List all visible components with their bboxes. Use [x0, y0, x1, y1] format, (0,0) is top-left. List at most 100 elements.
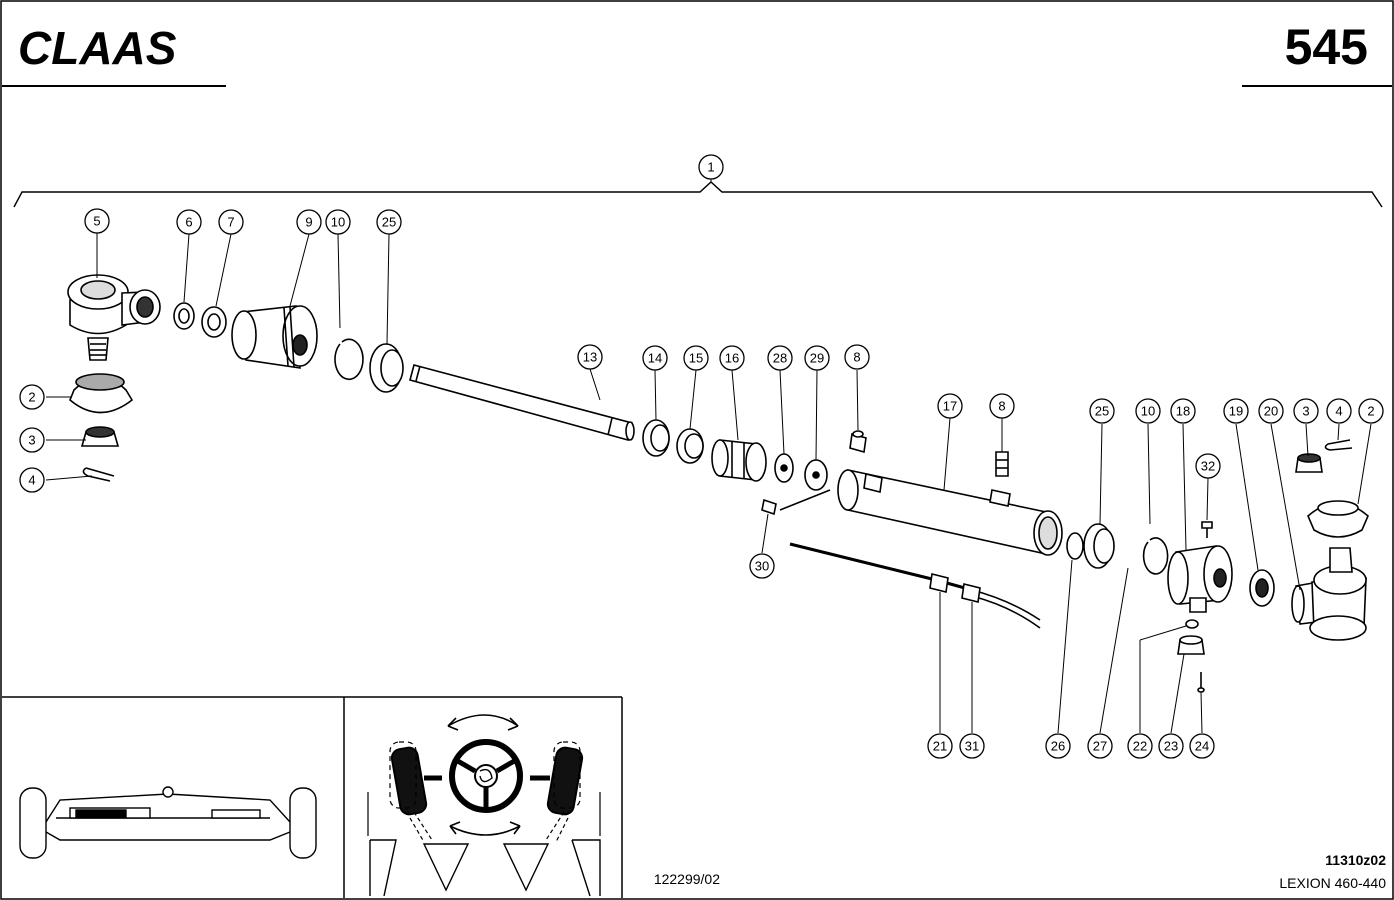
- callout-30: 30: [749, 553, 775, 579]
- callout-label: 18: [1176, 404, 1190, 419]
- callout-label: 2: [1367, 404, 1374, 419]
- callout-circle: [804, 345, 830, 371]
- callout-circle: [989, 393, 1015, 419]
- callout-circle: [1358, 398, 1384, 424]
- cotter-pin-right: [1324, 439, 1353, 451]
- callout-label: 3: [1302, 404, 1309, 419]
- end-head-18: [1167, 545, 1233, 613]
- callout-circle: [1223, 398, 1249, 424]
- callout-label: 3: [28, 433, 35, 448]
- callout-10: 10: [1135, 398, 1161, 424]
- callout-circle: [1158, 733, 1184, 759]
- callout-17: 17: [937, 393, 963, 419]
- callout-circle: [1127, 733, 1153, 759]
- cotter-pin-left: [82, 467, 115, 482]
- cylinder-barrel-17: [837, 469, 1063, 556]
- parts-drawing: [67, 274, 1369, 693]
- callout-label: 21: [933, 739, 947, 754]
- callout-3: 3: [1293, 398, 1319, 424]
- callout-label: 10: [331, 215, 345, 230]
- o-ring-22: [1185, 619, 1199, 629]
- callout-label: 5: [93, 214, 100, 229]
- callout-circle: [1258, 398, 1284, 424]
- callout-15: 15: [683, 345, 709, 371]
- callout-label: 7: [227, 215, 234, 230]
- drawing-number: 122299/02: [654, 871, 720, 887]
- callout-circle: [749, 553, 775, 579]
- callout-circle: [218, 209, 244, 235]
- callout-label: 16: [725, 351, 739, 366]
- callout-28: 28: [767, 345, 793, 371]
- leader-lines: [45, 178, 1372, 734]
- plug-23: [1177, 635, 1205, 655]
- callout-circle: [296, 209, 322, 235]
- ball-joint-right: [1291, 547, 1367, 641]
- callout-circle: [84, 208, 110, 234]
- callout-label: 32: [1201, 459, 1215, 474]
- circlip-10-right: [1142, 537, 1169, 575]
- screw-32: [1201, 521, 1213, 538]
- ball-joint-left: [67, 274, 161, 361]
- callout-label: 9: [305, 215, 312, 230]
- callout-4: 4: [1326, 398, 1352, 424]
- schematic-panels: [2, 696, 623, 898]
- callout-label: 4: [1335, 404, 1342, 419]
- callout-label: 27: [1093, 739, 1107, 754]
- callout-26: 26: [1045, 733, 1071, 759]
- callout-label: 8: [998, 399, 1005, 414]
- circlip-10-left: [334, 338, 364, 381]
- dust-boot-right: [1307, 500, 1369, 538]
- callout-circle: [376, 209, 402, 235]
- callout-1: 1: [698, 154, 724, 180]
- callout-24: 24: [1189, 733, 1215, 759]
- callout-label: 20: [1264, 404, 1278, 419]
- claas-logo: CLAAS: [18, 22, 177, 74]
- callout-circle: [325, 209, 351, 235]
- grub-screw-30: [761, 498, 777, 516]
- callout-29: 29: [804, 345, 830, 371]
- callout-circle: [1195, 453, 1221, 479]
- callout-21: 21: [927, 733, 953, 759]
- callout-circle: [719, 345, 745, 371]
- grease-nipple-8-left: [849, 430, 867, 454]
- callout-label: 13: [583, 350, 597, 365]
- callout-7: 7: [218, 209, 244, 235]
- callout-label: 22: [1133, 739, 1147, 754]
- steering-axle-schematic: [19, 786, 317, 859]
- wiper-25-left: [369, 343, 404, 393]
- callout-circle: [1089, 398, 1115, 424]
- castle-nut-left: [80, 426, 120, 447]
- lock-nut-19: [1249, 569, 1275, 607]
- nut-29: [804, 459, 828, 491]
- callout-label: 29: [810, 351, 824, 366]
- grease-nipple-8-right: [995, 451, 1009, 477]
- steering-direction-schematic: [367, 714, 601, 897]
- callout-20: 20: [1258, 398, 1284, 424]
- callout-circle: [959, 733, 985, 759]
- wiper-25-right: [1083, 523, 1115, 569]
- callout-label: 8: [853, 350, 860, 365]
- figure-code: 11310z02: [1325, 852, 1386, 868]
- callout-label: 19: [1229, 404, 1243, 419]
- callout-label: 23: [1164, 739, 1178, 754]
- callout-31: 31: [959, 733, 985, 759]
- callout-9: 9: [296, 209, 322, 235]
- dust-boot-left: [69, 373, 134, 414]
- callout-label: 10: [1141, 404, 1155, 419]
- callout-25: 25: [1089, 398, 1115, 424]
- callout-circle: [1045, 733, 1071, 759]
- callout-2: 2: [1358, 398, 1384, 424]
- callout-circle: [767, 345, 793, 371]
- callout-8: 8: [844, 344, 870, 370]
- ring-15: [676, 428, 704, 464]
- ring-14: [642, 419, 670, 457]
- callout-circle: [844, 344, 870, 370]
- seal-ring-6: [173, 302, 195, 330]
- model-name: LEXION 460-440: [1279, 875, 1386, 891]
- callout-2: 2: [19, 384, 45, 410]
- callout-label: 28: [773, 351, 787, 366]
- callout-label: 2: [28, 390, 35, 405]
